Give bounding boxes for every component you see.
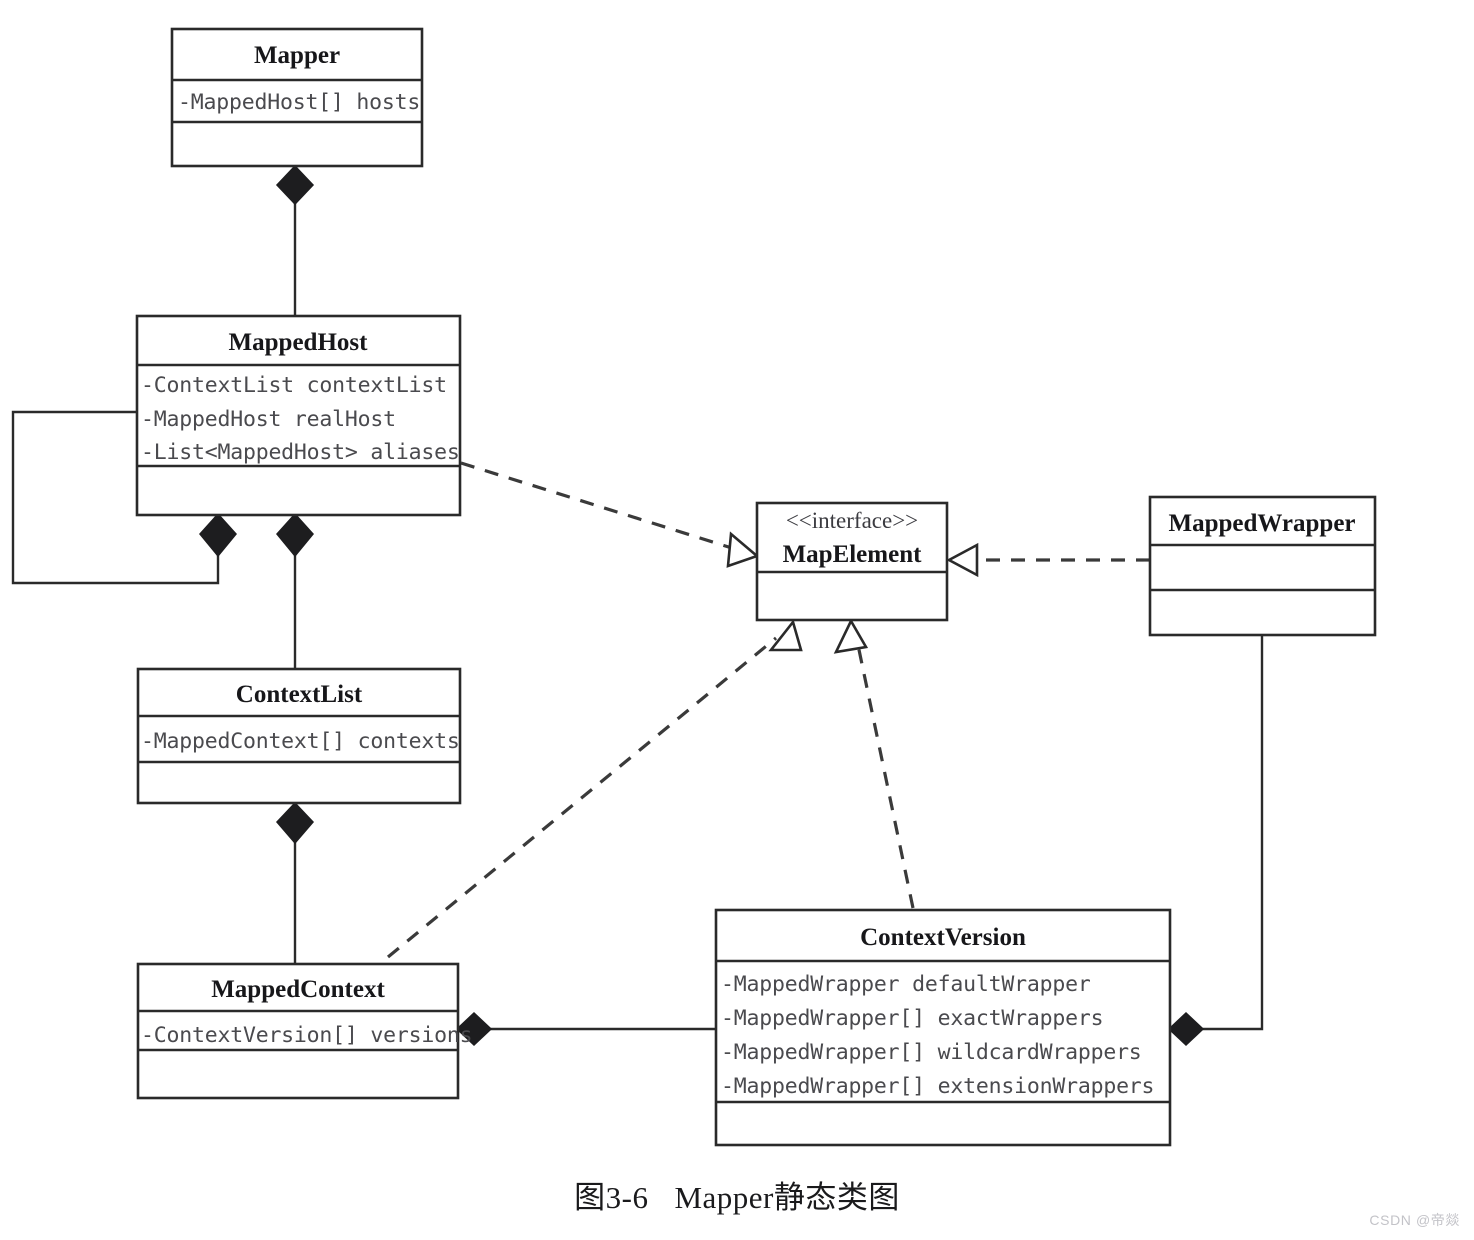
rel-mappedhost-self	[11, 410, 237, 585]
class-box-mappedcontext[interactable]: MappedContext -ContextVersion[] versions	[136, 962, 473, 1100]
class-attr-contextversion-3: -MappedWrapper[] extensionWrappers	[721, 1074, 1154, 1099]
class-box-mapelement[interactable]: <<interface>> MapElement	[755, 501, 949, 622]
class-stereotype-mapelement: <<interface>>	[786, 508, 918, 533]
class-title-mappedhost: MappedHost	[229, 329, 369, 356]
class-box-contextlist[interactable]: ContextList -MappedContext[] contexts	[136, 667, 462, 805]
class-attr-contextversion-2: -MappedWrapper[] wildcardWrappers	[721, 1040, 1142, 1065]
figure-caption: 图3-6 Mapper静态类图	[0, 1172, 1474, 1217]
class-title-mapelement: MapElement	[783, 541, 923, 568]
rel-mappedhost-contextlist	[276, 512, 314, 669]
class-title-mappedcontext: MappedContext	[211, 976, 385, 1003]
class-title-contextversion: ContextVersion	[860, 924, 1026, 951]
class-attr-contextversion-0: -MappedWrapper defaultWrapper	[721, 972, 1091, 997]
rel-mappedwrapper-mapelement	[946, 542, 1150, 578]
rel-mappedcontext-contextversion	[455, 1011, 716, 1047]
class-attr-mappedhost-1: -MappedHost realHost	[141, 407, 396, 432]
class-attr-mapper-0: -MappedHost[] hosts	[178, 90, 420, 115]
class-box-mappedhost[interactable]: MappedHost -ContextList contextList -Map…	[135, 314, 462, 517]
class-title-mappedwrapper: MappedWrapper	[1168, 510, 1355, 537]
rel-mappedcontext-mapelement	[386, 619, 803, 959]
class-title-contextlist: ContextList	[236, 681, 363, 708]
rel-contextlist-mappedcontext	[275, 801, 315, 964]
class-box-mapper[interactable]: Mapper -MappedHost[] hosts	[170, 27, 424, 168]
rel-mappedhost-mapelement	[460, 461, 760, 568]
class-attr-mappedhost-0: -ContextList contextList	[141, 373, 447, 398]
class-title-mapper: Mapper	[254, 42, 340, 69]
rel-mapper-mappedhost	[275, 164, 315, 316]
class-attr-contextversion-1: -MappedWrapper[] exactWrappers	[721, 1006, 1103, 1031]
rel-contextversion-mappedwrapper	[1167, 636, 1264, 1047]
figure-number: 图3-6	[574, 1180, 649, 1215]
figure-title: Mapper静态类图	[674, 1180, 900, 1215]
watermark: CSDN @帝燚	[1369, 1212, 1460, 1228]
rel-contextversion-mapelement	[833, 618, 915, 909]
class-box-mappedwrapper[interactable]: MappedWrapper	[1148, 495, 1377, 637]
class-box-contextversion[interactable]: ContextVersion -MappedWrapper defaultWra…	[714, 908, 1172, 1147]
class-attr-mappedhost-2: -List<MappedHost> aliases	[141, 440, 460, 465]
class-attr-contextlist-0: -MappedContext[] contexts	[141, 729, 460, 754]
class-attr-mappedcontext-0: -ContextVersion[] versions	[141, 1023, 472, 1048]
